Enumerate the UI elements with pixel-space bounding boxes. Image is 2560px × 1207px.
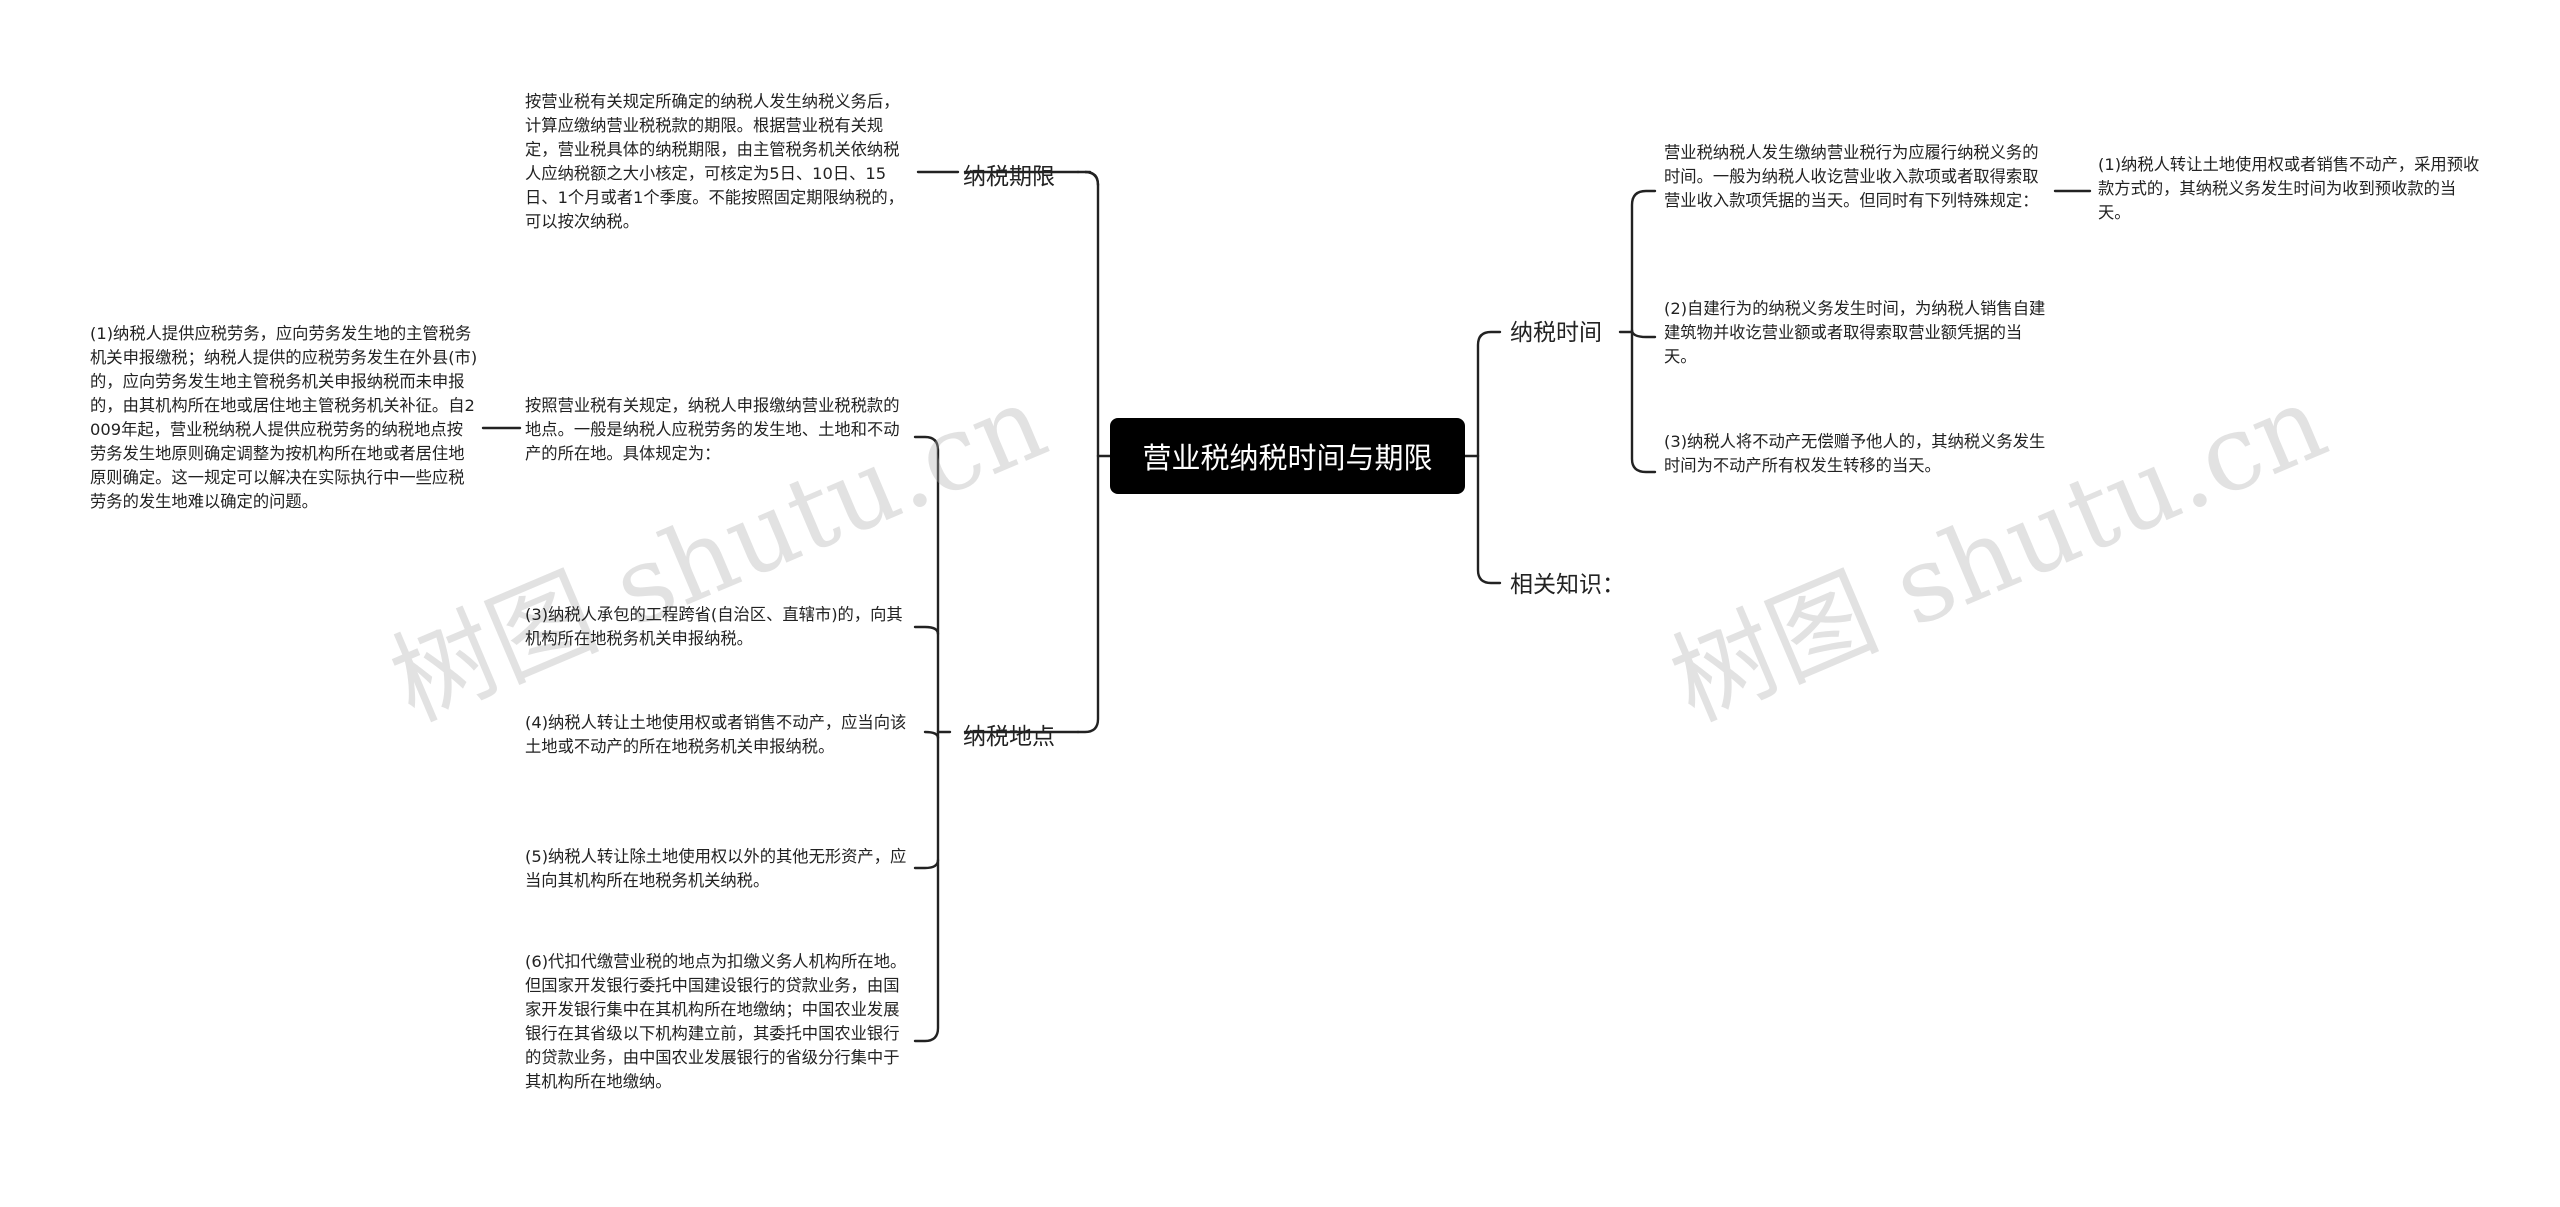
branch-period-label: 纳税期限 xyxy=(963,164,1055,190)
leaf-place-desc: 按照营业税有关规定，纳税人申报缴纳营业税税款的地点。一般是纳税人应税劳务的发生地… xyxy=(525,396,900,463)
leaf-period-desc: 按营业税有关规定所确定的纳税人发生纳税义务后，计算应缴纳营业税税款的期限。根据营… xyxy=(525,92,904,231)
branch-related[interactable]: 相关知识： xyxy=(1510,565,1625,599)
root-node[interactable]: 营业税纳税时间与期限 xyxy=(1110,418,1465,494)
leaf-place-6: (6)代扣代缴营业税的地点为扣缴义务人机构所在地。但国家开发银行委托中国建设银行… xyxy=(525,952,907,1091)
branch-place-label: 纳税地点 xyxy=(963,724,1055,750)
leaf-place-4: (4)纳税人转让土地使用权或者销售不动产，应当向该土地或不动产的所在地税务机关申… xyxy=(525,713,907,756)
branch-related-label: 相关知识： xyxy=(1510,572,1625,598)
leaf-place-3: (3)纳税人承包的工程跨省(自治区、直辖市)的，向其机构所在地税务机关申报纳税。 xyxy=(525,605,903,648)
leaf-time-desc: 营业税纳税人发生缴纳营业税行为应履行纳税义务的时间。一般为纳税人收讫营业收入款项… xyxy=(1664,143,2039,210)
watermark-right: 树图 shutu.cn xyxy=(1654,360,2343,745)
branch-time[interactable]: 纳税时间 xyxy=(1510,313,1602,347)
branch-time-label: 纳税时间 xyxy=(1510,320,1602,346)
branch-place[interactable]: 纳税地点 xyxy=(963,717,1055,751)
root-label: 营业税纳税时间与期限 xyxy=(1142,441,1433,475)
leaf-time-1: (1)纳税人转让土地使用权或者销售不动产，采用预收款方式的，其纳税义务发生时间为… xyxy=(2098,155,2480,222)
branch-period[interactable]: 纳税期限 xyxy=(963,157,1055,191)
leaf-place-1: (1)纳税人提供应税劳务，应向劳务发生地的主管税务机关申报缴税；纳税人提供的应税… xyxy=(90,324,478,511)
leaf-time-2: (2)自建行为的纳税义务发生时间，为纳税人销售自建建筑物并收讫营业额或者取得索取… xyxy=(1664,299,2046,366)
leaf-place-5: (5)纳税人转让除土地使用权以外的其他无形资产，应当向其机构所在地税务机关纳税。 xyxy=(525,847,907,890)
leaf-time-3: (3)纳税人将不动产无偿赠予他人的，其纳税义务发生时间为不动产所有权发生转移的当… xyxy=(1664,432,2046,475)
